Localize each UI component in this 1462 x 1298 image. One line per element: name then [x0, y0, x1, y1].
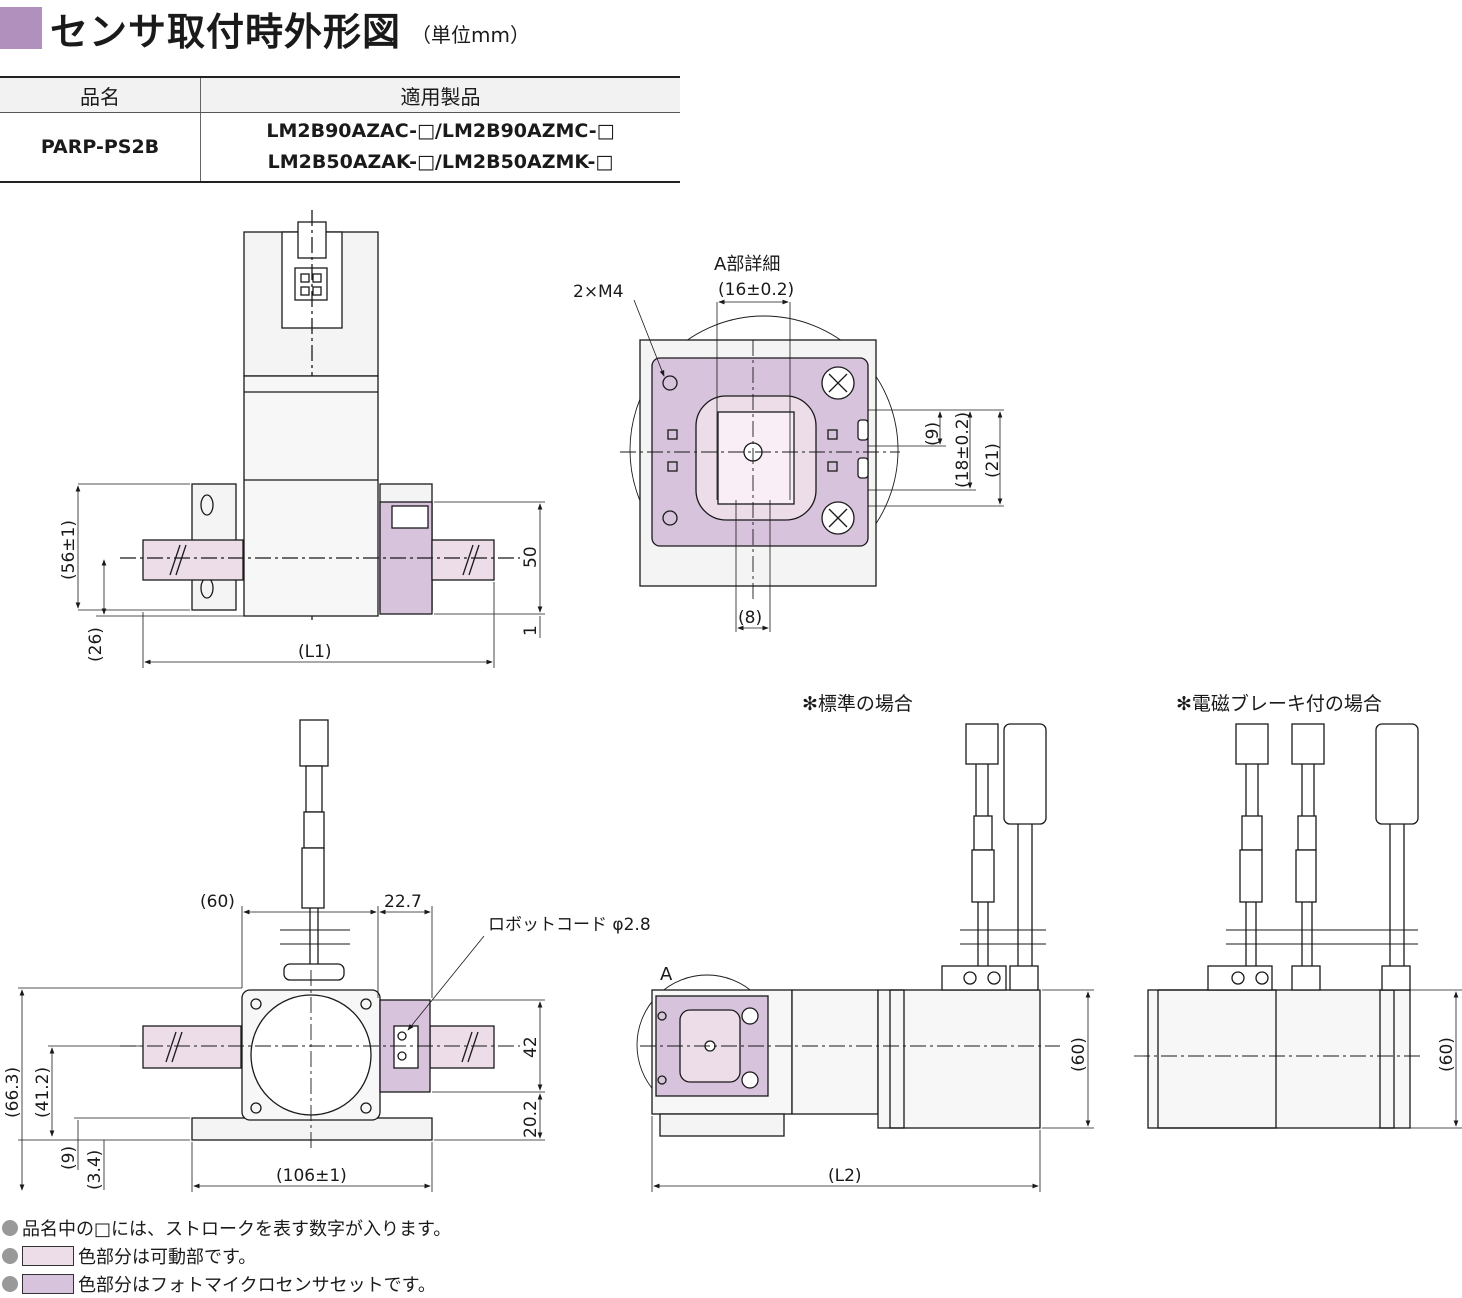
dim-60-end: (60): [200, 892, 235, 912]
bullet-icon: [2, 1248, 18, 1264]
dim-41-2: (41.2): [33, 1067, 53, 1118]
front-rail-left: [142, 539, 244, 581]
end-base: [191, 1117, 433, 1141]
dim-3-4: (3.4): [85, 1150, 105, 1190]
notes: 品名中の□には、ストロークを表す数字が入ります。 色部分は可動部です。 色部分は…: [2, 1214, 451, 1298]
product-line-2: LM2B50AZAK-□/LM2B50AZMK-□: [267, 151, 614, 173]
page-title: センサ取付時外形図: [50, 9, 402, 54]
detail-title: A部詳細: [714, 254, 780, 275]
spec-table: 品名 適用製品 PARP-PS2B LM2B90AZAC-□/LM2B90AZM…: [0, 76, 680, 183]
note-2: 色部分は可動部です。: [2, 1242, 451, 1270]
table-row: PARP-PS2B LM2B90AZAC-□/LM2B90AZMC-□ LM2B…: [0, 112, 680, 183]
product-name: PARP-PS2B: [0, 112, 201, 183]
note-1-text: 品名中の□には、ストロークを表す数字が入ります。: [22, 1219, 452, 1240]
dim-56: (56±1): [59, 520, 79, 580]
front-view: [75, 210, 545, 668]
dim-16: (16±0.2): [718, 280, 794, 300]
page-title-bar: センサ取付時外形図 （単位mm）: [0, 4, 530, 54]
brake-label: ✻電磁ブレーキ付の場合: [1176, 692, 1382, 715]
std-label: ✻標準の場合: [802, 693, 913, 715]
note-3: 色部分はフォトマイクロセンサセットです。: [2, 1270, 451, 1298]
note-1: 品名中の□には、ストロークを表す数字が入ります。: [2, 1214, 451, 1242]
dim-60-brake: (60): [1437, 1037, 1457, 1072]
note-3-text: 色部分はフォトマイクロセンサセットです。: [78, 1275, 436, 1296]
motor-body: [243, 375, 379, 617]
product-line-1: LM2B90AZAC-□/LM2B90AZMC-□: [266, 120, 615, 142]
dim-8: (8): [738, 608, 762, 628]
dim-60-std: (60): [1069, 1037, 1089, 1072]
dim-42: 42: [521, 1036, 541, 1058]
side-view-brake: [1134, 723, 1462, 1129]
title-square-marker: [0, 7, 42, 49]
dim-66-3: (66.3): [3, 1067, 23, 1118]
detail-a-view: [620, 299, 1004, 632]
dim-l1: (L1): [298, 642, 332, 662]
dim-18: (18±0.2): [953, 412, 973, 488]
dim-1: 1: [521, 625, 541, 636]
movable-color-swatch: [22, 1246, 74, 1266]
product-list: LM2B90AZAC-□/LM2B90AZMC-□ LM2B50AZAK-□/L…: [200, 112, 680, 183]
header-products: 適用製品: [200, 76, 680, 113]
cord-label: ロボットコード φ2.8: [488, 915, 651, 935]
note-2-text: 色部分は可動部です。: [78, 1247, 257, 1268]
dim-9-detail: (9): [923, 422, 943, 446]
bullet-icon: [2, 1220, 18, 1236]
detail-a-marker: A: [660, 964, 673, 985]
title-unit: （単位mm）: [411, 22, 530, 47]
dim-20-2: 20.2: [521, 1100, 541, 1138]
sensor-color-swatch: [22, 1274, 74, 1294]
end-view: [18, 719, 545, 1192]
dim-106: (106±1): [276, 1166, 347, 1186]
dim-22-7: 22.7: [384, 892, 422, 912]
dim-l2: (L2): [828, 1166, 862, 1186]
bullet-icon: [2, 1276, 18, 1292]
dim-2xm4: 2×M4: [573, 282, 624, 302]
dim-21: (21): [983, 443, 1003, 478]
end-rail-left: [142, 1025, 242, 1069]
table-header-row: 品名 適用製品: [0, 76, 680, 113]
dim-26: (26): [86, 627, 106, 662]
dim-50: 50: [521, 546, 541, 568]
dim-9-end: (9): [59, 1146, 79, 1170]
header-name: 品名: [0, 76, 201, 113]
side-view-standard: [636, 723, 1094, 1192]
